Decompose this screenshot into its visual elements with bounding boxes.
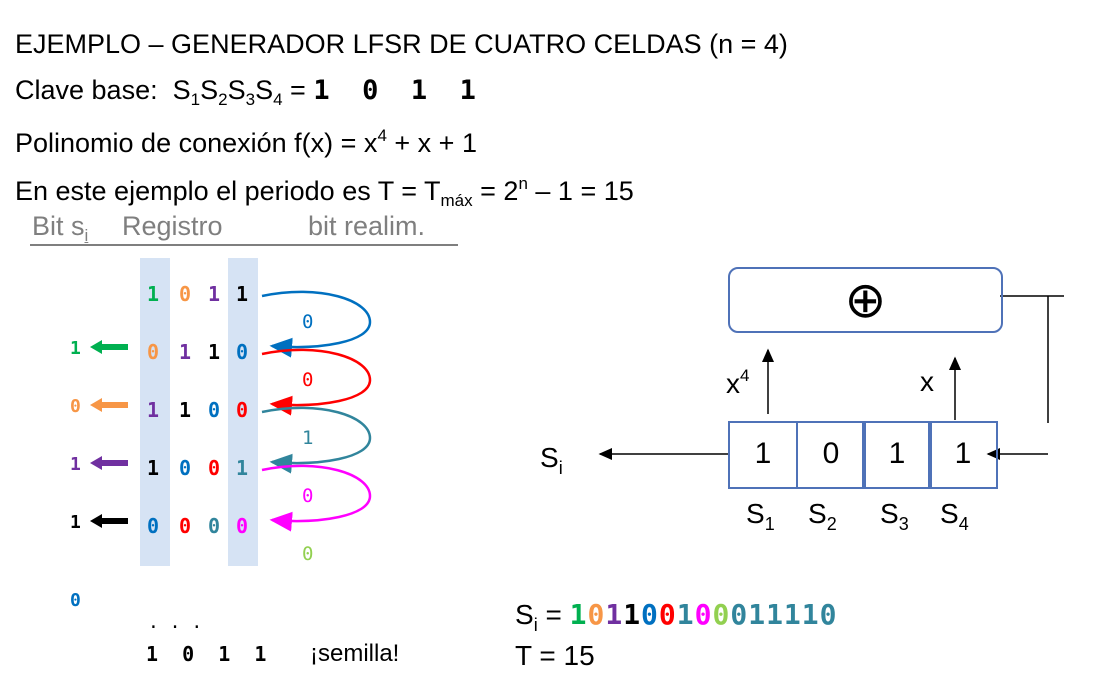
feedback-arrow-4 (261, 464, 372, 532)
period-c: – 1 = 15 (527, 176, 634, 206)
register-cell: 0 (235, 514, 249, 538)
sequence-digit: 0 (819, 598, 838, 631)
feedback-bit: 0 (302, 485, 314, 507)
sequence-digit: 0 (712, 598, 731, 631)
output-bit: 0 (70, 590, 81, 611)
sequence-digit: 1 (569, 598, 588, 631)
cell-label-s4: S4 (940, 498, 969, 534)
cell-label-s3: S3 (880, 498, 909, 534)
key-var-s2-sub: 2 (218, 90, 228, 109)
ellipsis: . . . (148, 612, 203, 633)
sequence-digits: 101100100011110 (570, 598, 838, 631)
poly-text: Polinomio de conexión f(x) = x (15, 128, 378, 158)
period-line: En este ejemplo el periodo es T = Tmáx =… (15, 168, 634, 217)
last-column-band (228, 258, 258, 566)
cell-label-s1: S1 (746, 498, 775, 534)
period-sub: máx (440, 191, 473, 210)
table-header: Bit si Registro bit realim. (30, 210, 458, 246)
feedback-bit: 0 (302, 311, 314, 333)
sequence-digit: 1 (676, 598, 695, 631)
poly-tail: + x + 1 (386, 128, 477, 158)
key-value: 1 0 1 1 (313, 75, 476, 106)
register-cell: 0 (178, 514, 192, 538)
key-var-s1-sub: 1 (190, 90, 201, 109)
seed-row: 1 0 1 1 (146, 642, 267, 666)
register-cell: 1 (207, 340, 221, 364)
cell-s3: 1 (862, 421, 932, 489)
register-cell: 0 (207, 514, 221, 538)
feedback-arrow-3 (261, 406, 372, 474)
register-cell: 1 (146, 282, 160, 306)
sequence-digit: 1 (623, 598, 642, 631)
sequence-digit: 0 (730, 598, 749, 631)
key-var-s4: S (255, 75, 274, 105)
title-line: EJEMPLO – GENERADOR LFSR DE CUATRO CELDA… (15, 29, 788, 59)
sequence-digit: 0 (658, 598, 677, 631)
registro-header: Registro (122, 211, 223, 241)
period-result: T = 15 (515, 640, 595, 671)
sequence-digit: 1 (783, 598, 802, 631)
register-cell: 0 (207, 398, 221, 422)
si-output-label: Si (540, 442, 563, 478)
register-cell: 1 (207, 282, 221, 306)
poly-exp: 4 (377, 126, 387, 145)
cell-s4: 1 (928, 421, 998, 489)
register-cell: 1 (235, 282, 249, 306)
feedback-arrow-2 (261, 348, 372, 416)
key-var-s3-sub: 3 (245, 90, 256, 109)
sequence-digit: 0 (641, 598, 659, 631)
register-cell: 0 (178, 456, 192, 480)
register-cell: 1 (178, 340, 192, 364)
sequence-digit: 1 (801, 598, 820, 631)
register-cell: 1 (178, 398, 192, 422)
tap-x4-label: x4 (726, 366, 750, 399)
key-var-s1: S (172, 75, 191, 105)
key-var-s2: S (200, 75, 219, 105)
register-cell: 0 (146, 340, 160, 364)
feedback-arrow-1 (261, 290, 372, 358)
xor-icon: ⊕ (844, 271, 887, 329)
register-cell: 1 (146, 456, 160, 480)
sequence-digit: 1 (748, 598, 767, 631)
register-cell: 0 (178, 282, 192, 306)
realim-header: bit realim. (308, 211, 426, 241)
register-cell: 0 (235, 340, 249, 364)
output-bit: 1 (70, 454, 81, 475)
feedback-bit: 0 (302, 543, 314, 565)
output-bit: 1 (70, 338, 81, 359)
period-b: = 2 (472, 176, 519, 206)
result-sequence: Si = 101100100011110 (515, 598, 838, 635)
bit-si-header: Bit si (32, 211, 89, 245)
sequence-digit: 1 (605, 598, 624, 631)
tap-x-label: x (920, 366, 934, 397)
output-bit: 1 (70, 512, 81, 533)
output-bit: 0 (70, 396, 81, 417)
cell-s2: 0 (796, 421, 866, 489)
polynomial-line: Polinomio de conexión f(x) = x4 + x + 1 (15, 120, 477, 159)
key-prefix: Clave base: (15, 75, 158, 105)
period-sup: n (518, 174, 528, 193)
register-cell: 0 (146, 514, 160, 538)
seed-note: ¡semilla! (310, 640, 400, 667)
register-cell: 1 (146, 398, 160, 422)
key-var-s3: S (227, 75, 246, 105)
first-column-band (140, 258, 170, 566)
cell-label-s2: S2 (808, 498, 837, 534)
xor-box: ⊕ (728, 267, 1003, 333)
key-line: Clave base: S1S2S3S4 = 1 0 1 1 (15, 74, 476, 116)
feedback-bit: 0 (302, 369, 314, 391)
sequence-digit: 0 (694, 598, 713, 631)
cell-s1: 1 (728, 421, 798, 489)
sequence-digit: 1 (766, 598, 784, 631)
period-a: En este ejemplo el periodo es T = T (15, 176, 441, 206)
key-var-s4-sub: 4 (273, 90, 283, 109)
register-cell: 0 (207, 456, 221, 480)
register-cell: 1 (235, 456, 249, 480)
register-cell: 0 (235, 398, 249, 422)
key-eq: = (282, 75, 314, 105)
sequence-digit: 0 (587, 598, 606, 631)
feedback-bit: 1 (302, 427, 314, 449)
